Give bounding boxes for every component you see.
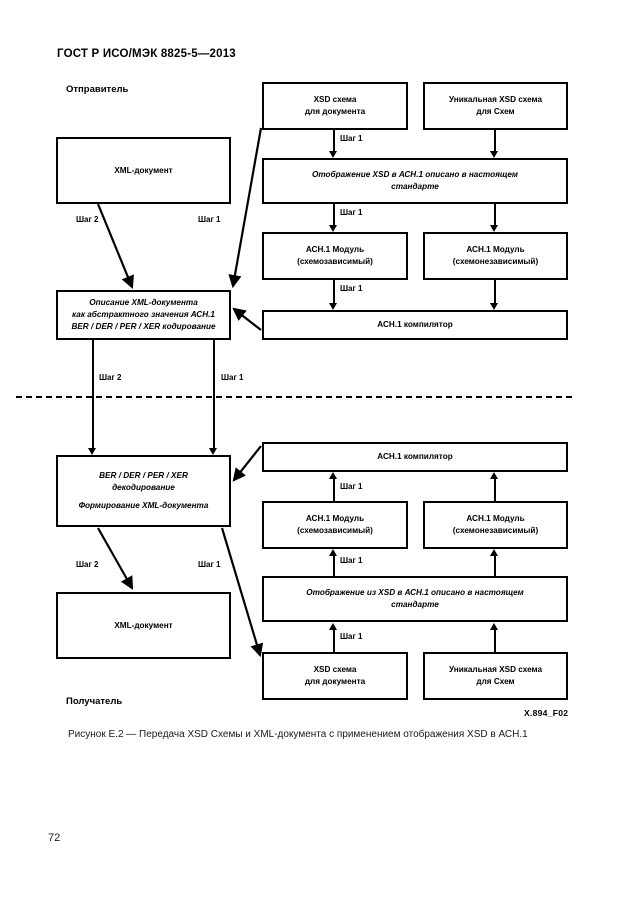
box-label-line2: стандарте: [391, 182, 439, 191]
arrowhead-down: [490, 151, 498, 158]
connector-mapping-to-module-dep-receiver: [333, 556, 336, 576]
box-label-line1: XSD схема: [313, 95, 357, 105]
box-label-line3: Формирование XML-документа: [78, 501, 209, 511]
box-label: XML-документ: [114, 165, 173, 175]
arrowhead-up: [329, 549, 337, 556]
arrowhead-down: [329, 303, 337, 310]
box-label-line2: как абстрактного значения АСН.1: [72, 310, 215, 320]
box-sender-xml-document: XML-документ: [56, 137, 231, 204]
box-label-line3: BER / DER / PER / XER кодирование: [71, 321, 216, 331]
role-label-receiver: Получатель: [66, 696, 123, 707]
box-sender-asn-module-schema-independent: АСН.1 Модуль (схемонезависимый): [423, 232, 568, 280]
box-label-line1: АСН.1 Модуль: [466, 514, 525, 524]
arrowhead-up: [329, 623, 337, 630]
box-label-line1: Уникальная XSD схема: [448, 95, 543, 105]
box-receiver-xml-document: XML-документ: [56, 592, 231, 659]
step-label-cross-step1: Шаг 1: [221, 373, 244, 382]
step-label-receiver-xsd-to-mapping: Шаг 1: [340, 632, 363, 641]
step-label-receiver-mapping-to-module: Шаг 1: [340, 556, 363, 565]
box-receiver-asn-module-schema-independent: АСН.1 Модуль (схемонезависимый): [423, 501, 568, 549]
step-label-sender-step1: Шаг 1: [198, 215, 221, 224]
arrowhead-down: [329, 225, 337, 232]
box-label-line1: АСН.1 Модуль: [305, 514, 365, 524]
box-label-line1: Уникальная XSD схема: [448, 665, 543, 675]
box-label-line2: для Схем: [476, 107, 515, 116]
step-label-receiver-module-to-compiler: Шаг 1: [340, 482, 363, 491]
step-label-mapping-to-module: Шаг 1: [340, 208, 363, 217]
box-label-line2: (схемонезависимый): [452, 526, 539, 535]
box-label-line2: для документа: [304, 677, 366, 686]
box-label-line2: для Схем: [476, 677, 515, 686]
box-label: XML-документ: [114, 620, 173, 630]
arrowhead-up: [329, 472, 337, 479]
box-label-line2: для документа: [304, 107, 366, 116]
box-label-line1: АСН.1 Модуль: [305, 245, 365, 255]
step-label-module-to-compiler: Шаг 1: [340, 284, 363, 293]
box-label-line1: Отображение из XSD в АСН.1 описано в нас…: [306, 588, 524, 598]
arrowhead-up: [490, 623, 498, 630]
box-sender-xsd-mapping: Отображение XSD в АСН.1 описано в настоя…: [262, 158, 568, 204]
box-label: АСН.1 компилятор: [377, 320, 453, 330]
arrowhead-down: [490, 225, 498, 232]
box-label-line1: BER / DER / PER / XER: [99, 470, 188, 480]
arrowhead-down: [88, 448, 96, 455]
step-label-xsd-doc-to-mapping: Шаг 1: [340, 134, 363, 143]
role-label-sender: Отправитель: [66, 84, 129, 95]
box-label-line2: (схемозависимый): [297, 257, 373, 266]
connector-mapping-to-module-indep: [494, 204, 497, 225]
connector-xsd-unique-to-mapping: [494, 130, 497, 151]
box-receiver-asn-compiler: АСН.1 компилятор: [262, 442, 568, 472]
figure-id: X.894_F02: [524, 708, 569, 718]
box-label-line1: АСН.1 Модуль: [466, 245, 525, 255]
connector-mapping-to-module-indep-receiver: [494, 556, 497, 576]
box-sender-xsd-schema-document: XSD схема для документа: [262, 82, 408, 130]
box-sender-xsd-schema-unique: Уникальная XSD схема для Схем: [423, 82, 568, 130]
box-receiver-asn-module-schema-dependent: АСН.1 Модуль (схемозависимый): [262, 501, 408, 549]
box-sender-asn-module-schema-dependent: АСН.1 Модуль (схемозависимый): [262, 232, 408, 280]
box-label-line2: стандарте: [391, 600, 439, 609]
arrowhead-down: [329, 151, 337, 158]
sender-receiver-separator: [16, 396, 572, 398]
connector-sender-to-receiver-left: [92, 340, 95, 448]
arrowhead-down: [490, 303, 498, 310]
box-sender-abstract-value: Описание XML-документа как абстрактного …: [56, 290, 231, 340]
connector-xsd-unique-to-mapping-receiver: [494, 630, 497, 652]
step-label-cross-step2: Шаг 2: [99, 373, 122, 382]
connector-xsd-doc-to-mapping-receiver: [333, 630, 336, 652]
connector-module-dep-to-compiler-receiver: [333, 479, 336, 501]
box-sender-asn-compiler: АСН.1 компилятор: [262, 310, 568, 340]
connector-module-dep-to-compiler: [333, 280, 336, 303]
box-label-line1: Описание XML-документа: [89, 298, 198, 308]
figure-caption: Рисунок Е.2 — Передача XSD Схемы и XML-д…: [68, 729, 528, 740]
step-label-receiver-step2: Шаг 2: [76, 560, 99, 569]
box-label-line2: декодирование: [112, 482, 175, 492]
box-label-line1: XSD схема: [313, 665, 357, 675]
page-number: 72: [48, 832, 61, 844]
box-receiver-decoding: BER / DER / PER / XER декодирование Форм…: [56, 455, 231, 527]
box-receiver-xsd-mapping: Отображение из XSD в АСН.1 описано в нас…: [262, 576, 568, 622]
connector-mapping-to-module-dep: [333, 204, 336, 225]
step-label-receiver-step1: Шаг 1: [198, 560, 221, 569]
arrowhead-up: [490, 472, 498, 479]
arrowhead-down: [209, 448, 217, 455]
box-label-line2: (схемонезависимый): [452, 257, 539, 266]
step-label-sender-step2: Шаг 2: [76, 215, 99, 224]
box-receiver-xsd-schema-document: XSD схема для документа: [262, 652, 408, 700]
connector-module-indep-to-compiler-receiver: [494, 479, 497, 501]
box-receiver-xsd-schema-unique: Уникальная XSD схема для Схем: [423, 652, 568, 700]
box-label-line1: Отображение XSD в АСН.1 описано в настоя…: [312, 170, 518, 180]
standard-header: ГОСТ Р ИСО/МЭК 8825-5—2013: [57, 48, 236, 60]
box-label-line2: (схемозависимый): [297, 526, 373, 535]
connector-xsd-doc-to-mapping: [333, 130, 336, 151]
connector-module-indep-to-compiler: [494, 280, 497, 303]
spacer: [62, 493, 225, 500]
box-label: АСН.1 компилятор: [377, 452, 453, 462]
arrowhead-up: [490, 549, 498, 556]
connector-sender-to-receiver-right: [213, 340, 216, 448]
